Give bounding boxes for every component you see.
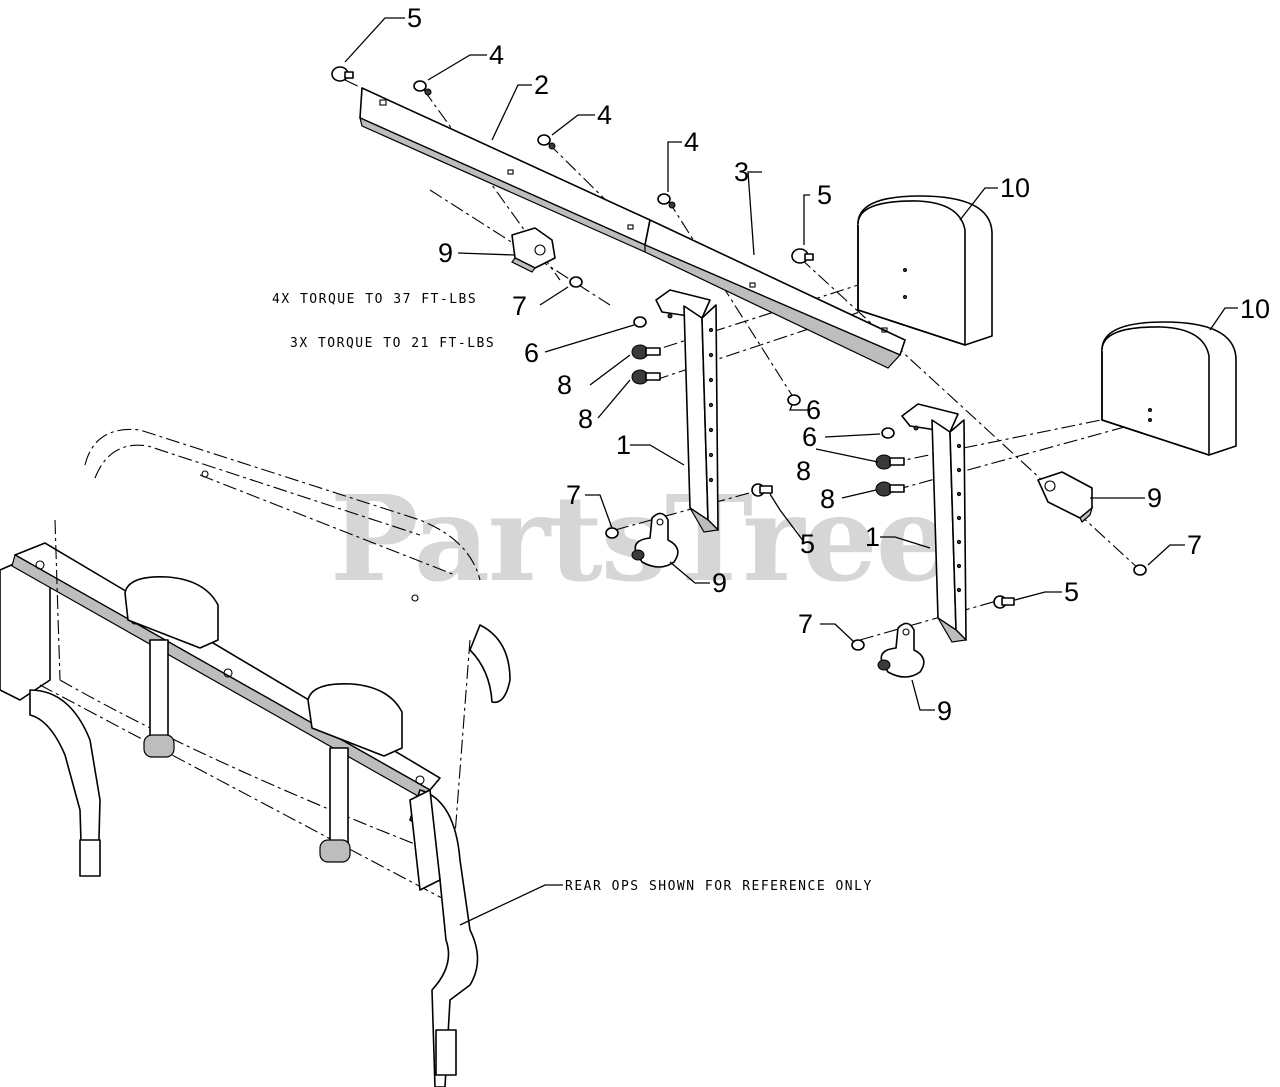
callout-9: 9 <box>1147 483 1162 513</box>
callout-1: 1 <box>865 522 880 552</box>
callout-4: 4 <box>489 40 504 70</box>
leader-reference <box>459 884 563 926</box>
callout-5: 5 <box>817 180 832 210</box>
note-torque-4x: 4X TORQUE TO 37 FT-LBS <box>272 292 477 307</box>
callout-2: 2 <box>534 70 549 100</box>
callout-4: 4 <box>684 127 699 157</box>
callout-5: 5 <box>800 529 815 559</box>
nut-middle <box>787 394 801 406</box>
clamp-upper <box>511 227 556 273</box>
pipe-clamp-left <box>605 483 773 568</box>
callout-leaders <box>344 17 1238 711</box>
callout-7: 7 <box>512 291 527 321</box>
callout-10: 10 <box>1000 173 1030 203</box>
callout-4: 4 <box>597 100 612 130</box>
headrest-pad-lower <box>1101 321 1237 456</box>
nut-right <box>1133 564 1147 576</box>
callout-9: 9 <box>712 568 727 598</box>
callout-5: 5 <box>407 3 422 33</box>
watermark: PartsTree <box>330 469 949 608</box>
callout-7: 7 <box>798 609 813 639</box>
hardware-top <box>331 66 814 264</box>
callout-labels: 5 4 2 4 4 3 5 10 10 9 7 6 8 8 6 1 6 8 8 … <box>407 3 1270 726</box>
note-reference: REAR OPS SHOWN FOR REFERENCE ONLY <box>565 879 873 894</box>
callout-8: 8 <box>578 404 593 434</box>
headrest-pad-upper <box>857 195 993 346</box>
callout-7: 7 <box>1187 530 1202 560</box>
callout-8: 8 <box>820 484 835 514</box>
callout-9: 9 <box>438 238 453 268</box>
rear-ops-reference <box>0 428 511 1087</box>
callout-3: 3 <box>734 157 749 187</box>
callout-6: 6 <box>806 395 821 425</box>
crossbar-right <box>644 219 906 369</box>
note-torque-3x: 3X TORQUE TO 21 FT-LBS <box>290 336 495 351</box>
knobs-right <box>875 427 905 497</box>
callout-1: 1 <box>616 430 631 460</box>
callout-5: 5 <box>1064 577 1079 607</box>
callout-6: 6 <box>524 338 539 368</box>
callout-8: 8 <box>557 370 572 400</box>
clamp-right <box>1037 471 1094 523</box>
callout-8: 8 <box>796 456 811 486</box>
nut-upper <box>569 276 583 288</box>
pipe-clamp-right <box>851 595 1015 678</box>
callout-6: 6 <box>802 422 817 452</box>
bracket-left <box>655 289 720 533</box>
callout-7: 7 <box>566 480 581 510</box>
callout-9: 9 <box>937 696 952 726</box>
bracket-right <box>901 403 968 643</box>
callout-10: 10 <box>1240 294 1270 324</box>
knobs-left <box>631 316 661 385</box>
